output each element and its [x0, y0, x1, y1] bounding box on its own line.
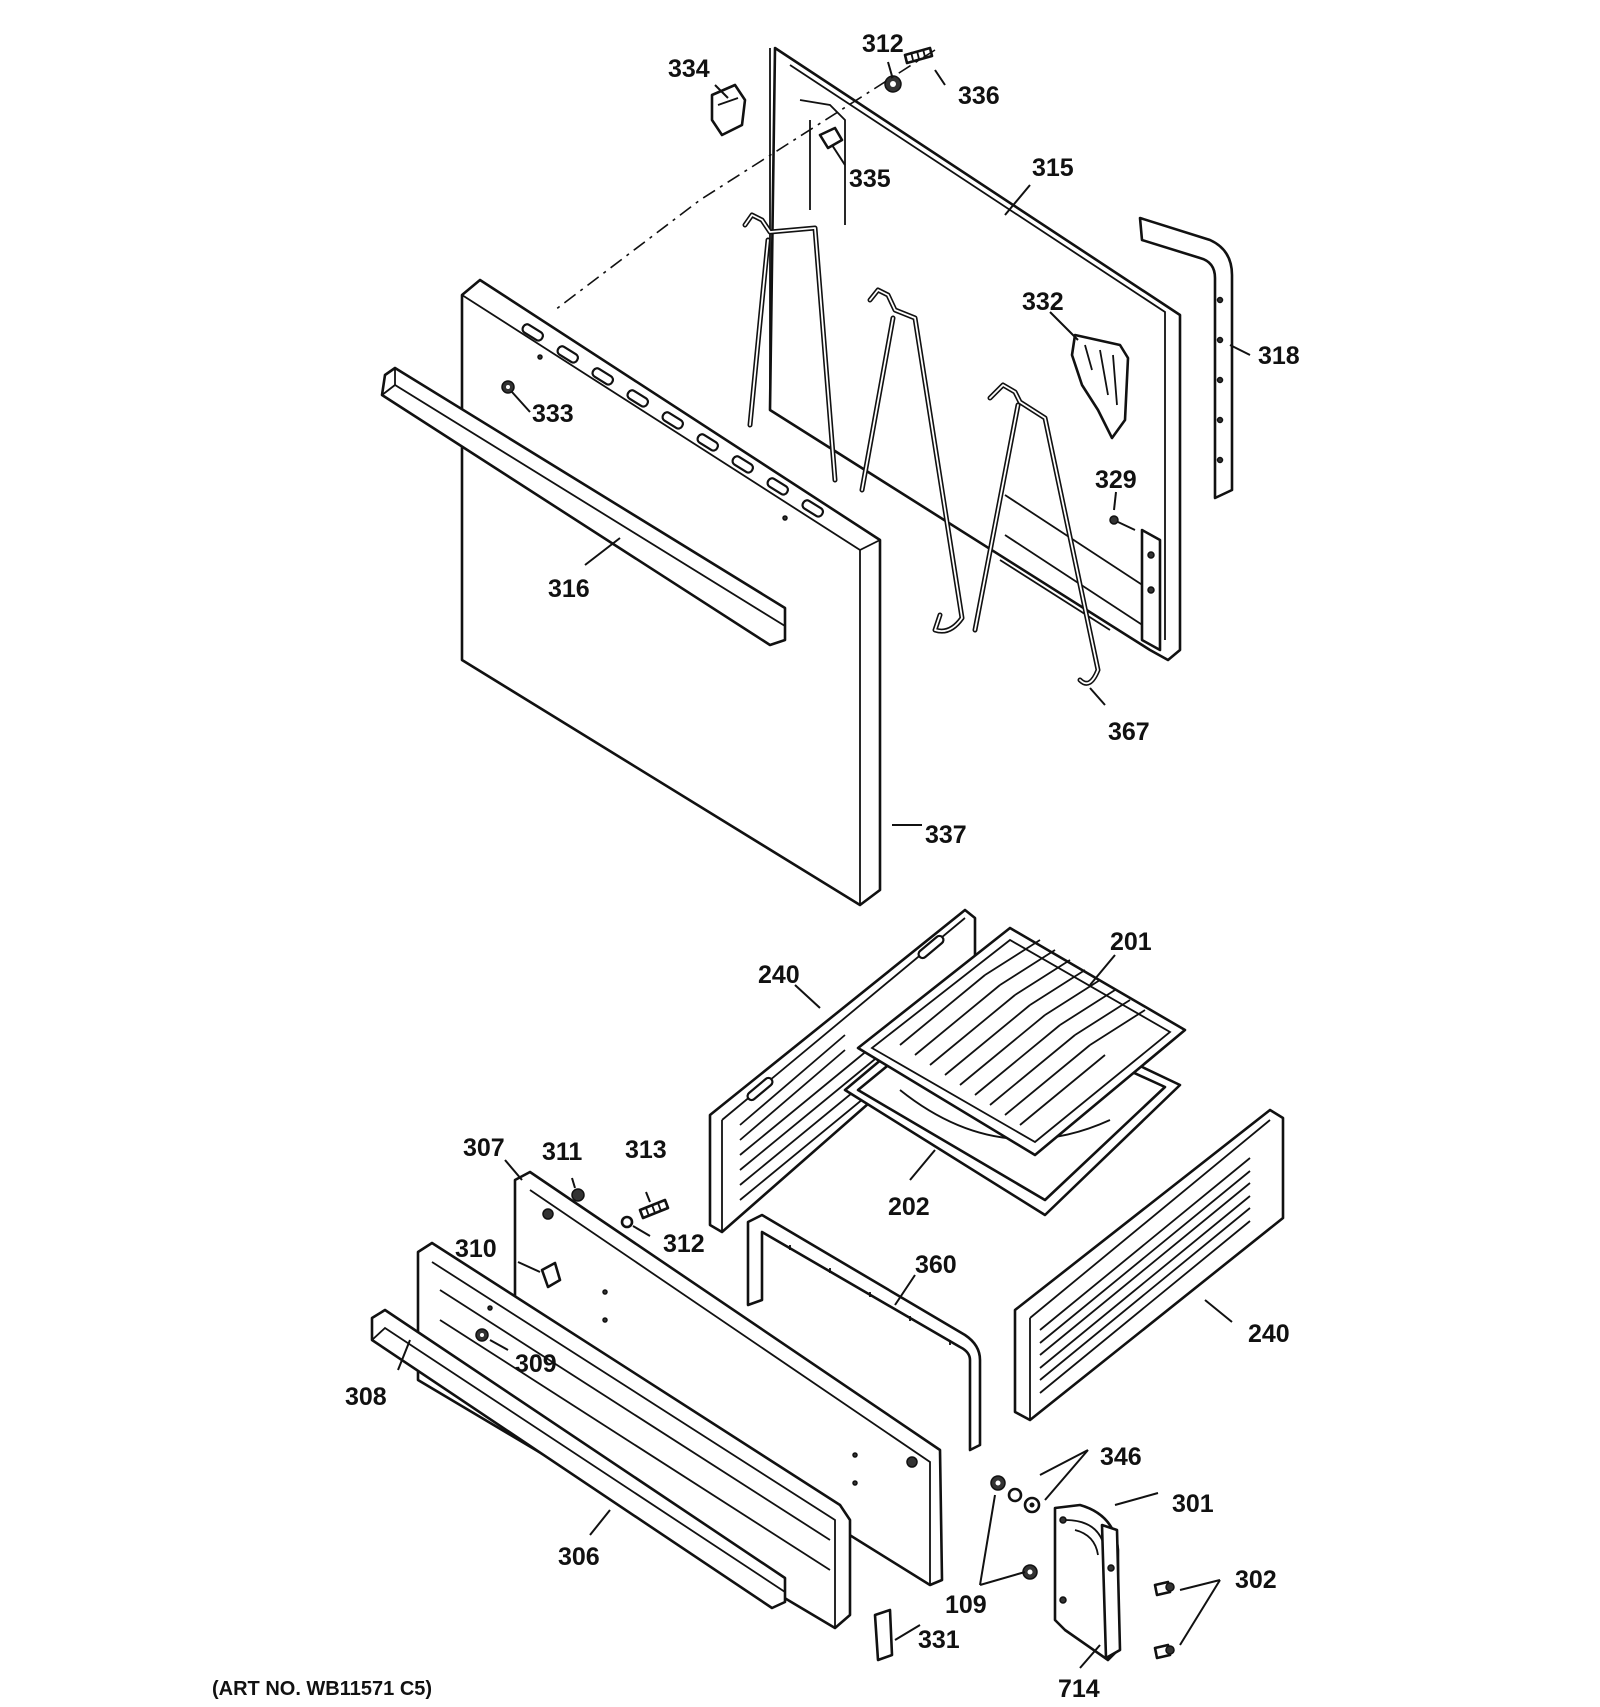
drawer-inner-panel-307 [513, 1170, 944, 1587]
callout-201: 201 [1110, 928, 1152, 956]
insulation-block-332 [1070, 333, 1130, 440]
door-vent-slots [521, 323, 825, 518]
drawer-rear-bracket-360 [746, 1213, 982, 1452]
callout-labels: 312 336 334 335 315 318 332 333 329 316 … [345, 30, 1300, 1703]
clip-335 [818, 126, 844, 150]
oven-rack-wires-367 [742, 212, 1101, 686]
washers-346-109 [990, 1475, 1041, 1580]
door-handle-316 [380, 366, 787, 647]
hinge-arm-714 [1100, 1523, 1122, 1660]
callout-346: 346 [1100, 1443, 1142, 1471]
callout-335: 335 [849, 165, 891, 193]
clip-310 [540, 1261, 562, 1289]
callout-332: 332 [1022, 288, 1064, 316]
door-inner-panel-315 [768, 46, 1182, 662]
callout-315: 315 [1032, 154, 1074, 182]
callout-240-right: 240 [1248, 1320, 1290, 1348]
oven-door-337 [460, 278, 882, 907]
fastener-333 [501, 380, 515, 394]
nut-311 [571, 1188, 585, 1202]
art-number: (ART NO. WB11571 C5) [212, 1678, 432, 1700]
callout-307: 307 [463, 1134, 505, 1162]
drawer-handle-308 [370, 1308, 787, 1610]
callout-714: 714 [1058, 1675, 1100, 1703]
fastener-329 [1109, 515, 1136, 531]
screw-336 [903, 46, 934, 65]
nut-312-top [884, 75, 902, 93]
callout-318: 318 [1258, 342, 1300, 370]
screw-313 [638, 1198, 670, 1220]
callout-313: 313 [625, 1136, 667, 1164]
callout-360: 360 [915, 1251, 957, 1279]
door-hinge [1140, 528, 1162, 652]
washer-312-bottom [620, 1215, 634, 1229]
callout-329: 329 [1095, 466, 1137, 494]
callout-331: 331 [918, 1626, 960, 1654]
callout-240-left: 240 [758, 961, 800, 989]
callout-308: 308 [345, 1383, 387, 1411]
callout-336: 336 [958, 82, 1000, 110]
callout-309: 309 [515, 1350, 557, 1378]
callout-316: 316 [548, 575, 590, 603]
door-gasket-318 [1138, 216, 1234, 500]
callout-302: 302 [1235, 1566, 1277, 1594]
screws-302 [1153, 1580, 1175, 1660]
callout-301: 301 [1172, 1490, 1214, 1518]
bracket-331 [873, 1608, 894, 1662]
callout-310: 310 [455, 1235, 497, 1263]
assembly-line-door [554, 49, 936, 311]
leader-lines [397, 61, 1251, 1669]
callout-367: 367 [1108, 718, 1150, 746]
drawer-front-306 [416, 1241, 852, 1630]
callout-202: 202 [888, 1193, 930, 1221]
callout-312-bottom: 312 [663, 1230, 705, 1258]
callout-337: 337 [925, 821, 967, 849]
callout-311: 311 [542, 1138, 582, 1166]
callout-306: 306 [558, 1543, 600, 1571]
bracket-334 [710, 83, 747, 137]
callout-333: 333 [532, 400, 574, 428]
callout-109: 109 [945, 1591, 987, 1619]
broiler-grid-slots [899, 939, 1146, 1126]
callout-312-top: 312 [862, 30, 904, 58]
callout-334: 334 [668, 55, 710, 83]
broiler-grid-201 [856, 926, 1187, 1157]
drawer-side-panel-240-right [1013, 1108, 1285, 1422]
